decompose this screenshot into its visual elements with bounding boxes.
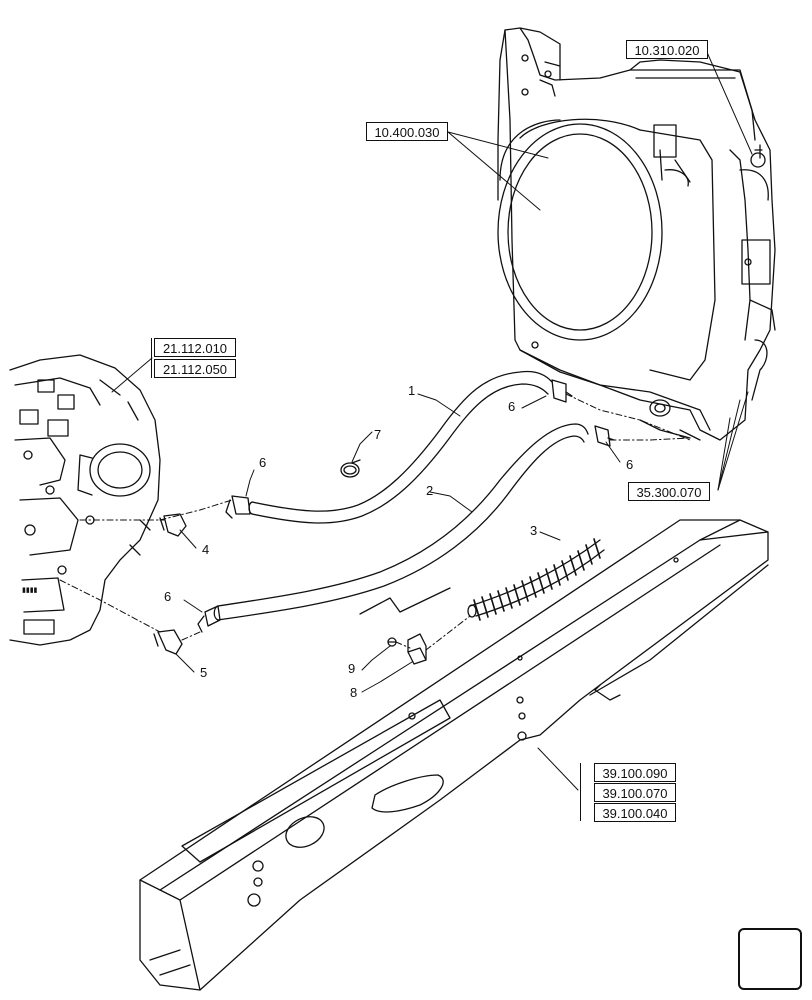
- callout-item-8: 8: [350, 685, 358, 700]
- reference-frame-a[interactable]: 39.100.090: [594, 763, 676, 782]
- breakline-symbol: [359, 587, 451, 615]
- callout-item-4: 4: [202, 542, 210, 557]
- fitting-6-upper-right: [551, 379, 573, 403]
- callout-item-2: 2: [426, 483, 434, 498]
- svg-text:▮▮▮▮: ▮▮▮▮: [22, 587, 38, 594]
- frame-reference-bracket: [580, 763, 581, 821]
- alignment-lines: [59, 393, 691, 651]
- reference-ac-pipes[interactable]: 35.300.070: [628, 482, 710, 501]
- reference-radiator-group[interactable]: 10.400.030: [366, 122, 448, 141]
- callout-item-5: 5: [200, 665, 208, 680]
- fitting-6-lower-left: [197, 605, 221, 633]
- hose-1: [248, 370, 553, 524]
- reference-transmission-b[interactable]: 21.112.050: [154, 359, 236, 378]
- reference-coolant-tank[interactable]: 10.310.020: [626, 40, 708, 59]
- elbow-fitting-5: [153, 629, 183, 655]
- reference-frame-b[interactable]: 39.100.070: [594, 783, 676, 802]
- next-page-button[interactable]: [738, 928, 802, 990]
- callout-item-9: 9: [348, 661, 356, 676]
- hose-2: [213, 423, 589, 621]
- fitting-6-upper-left: [225, 495, 251, 519]
- callout-item-3: 3: [530, 523, 538, 538]
- callout-item-6-lower-left: 6: [164, 589, 172, 604]
- fitting-6-lower-right: [594, 425, 615, 447]
- radiator-assembly: [497, 27, 776, 441]
- callout-item-6-upper-right: 6: [508, 399, 516, 414]
- reference-frame-c[interactable]: 39.100.040: [594, 803, 676, 822]
- transmission-assembly: ▮▮▮▮: [9, 354, 161, 646]
- leader-lines: [111, 49, 753, 791]
- transmission-reference-bracket: [151, 338, 152, 378]
- reference-transmission-a[interactable]: 21.112.010: [154, 338, 236, 357]
- callout-item-7: 7: [374, 427, 382, 442]
- callout-item-1: 1: [408, 383, 416, 398]
- callout-item-6-upper-left: 6: [259, 455, 267, 470]
- bolt-9: [387, 637, 397, 647]
- spiral-guard-3: [467, 538, 605, 621]
- hose-clamp-7: [340, 459, 361, 478]
- callout-item-6-lower-right: 6: [626, 457, 634, 472]
- chassis-frame-rail: [139, 519, 769, 991]
- clip-8: [407, 633, 427, 665]
